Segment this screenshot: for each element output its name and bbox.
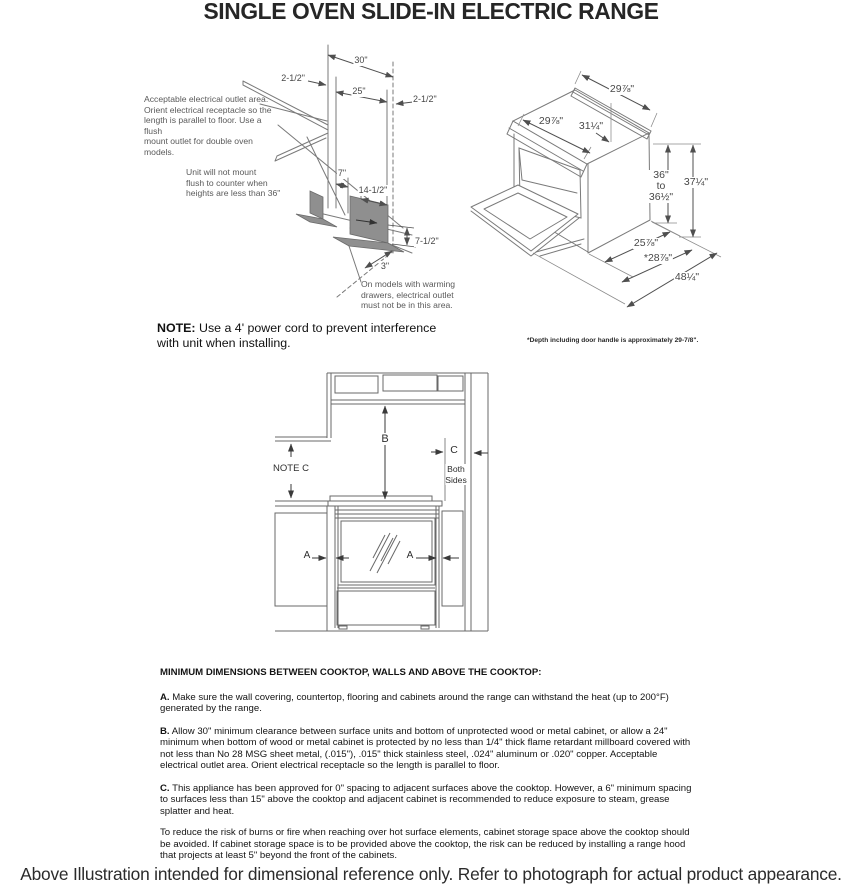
label-dim-a-left: A <box>303 550 311 561</box>
label-dim-c: C <box>450 444 458 456</box>
label-c-both-sides: Both Sides <box>445 464 467 485</box>
reference-disclaimer: Above Illustration intended for dimensio… <box>20 864 842 884</box>
power-cord-note: NOTE: Use a 4' power cord to prevent int… <box>157 321 452 351</box>
outlet-area-diagram <box>242 44 417 298</box>
dim-height-range: 36" to 36½" <box>647 169 675 203</box>
page-title: SINGLE OVEN SLIDE-IN ELECTRIC RANGE <box>203 0 659 24</box>
spec-item-a-text: Make sure the wall covering, countertop,… <box>160 691 669 715</box>
depth-footnote: *Depth including door handle is approxim… <box>527 337 699 344</box>
label-dim-b: B <box>381 433 389 445</box>
dim-cooktop-width: 31¼" <box>577 120 605 132</box>
dim-7in: 7" <box>336 168 348 179</box>
spec-item-b: B. Allow 30" minimum clearance between s… <box>160 726 693 772</box>
spec-item-a: A. Make sure the wall covering, countert… <box>160 692 693 715</box>
dim-depth-body: 25⅞" <box>632 237 660 249</box>
spec-item-c-label: C. <box>160 782 170 794</box>
callout-outlet-area: Acceptable electrical outlet area. Orien… <box>144 94 272 157</box>
specs-heading: MINIMUM DIMENSIONS BETWEEN COOKTOP, WALL… <box>160 667 542 678</box>
dim-depth-handle: *28⅞" <box>642 252 674 264</box>
open-oven-door <box>470 184 585 257</box>
minimum-dimensions-text: MINIMUM DIMENSIONS BETWEEN COOKTOP, WALL… <box>160 667 693 873</box>
dim-2-5in-left: 2-1/2" <box>280 73 306 84</box>
dim-depth-door-open: 48¼" <box>673 271 701 283</box>
dim-30in: 30" <box>353 55 369 66</box>
spec-item-c: C. This appliance has been approved for … <box>160 783 693 818</box>
dim-height-total: 37¼" <box>682 176 710 188</box>
note-label: NOTE: <box>157 321 196 335</box>
label-note-c: NOTE C <box>273 463 309 474</box>
callout-warming-drawer: On models with warming drawers, electric… <box>361 279 456 311</box>
spec-item-c-text: This appliance has been approved for 0" … <box>160 782 692 817</box>
spec-paragraph-hood: To reduce the risk of burns or fire when… <box>160 827 690 861</box>
shaded-outlet-zones <box>295 190 405 253</box>
callout-no-flush-mount: Unit will not mount flush to counter whe… <box>186 167 281 199</box>
clearance-dimension-arrows <box>288 405 488 561</box>
dim-3in: 3" <box>379 261 391 272</box>
clearance-diagram <box>274 372 489 632</box>
spec-item-a-label: A. <box>160 691 170 703</box>
note-text: Use a 4' power cord to prevent interfere… <box>157 321 437 350</box>
dim-25in: 25" <box>351 86 367 97</box>
label-dim-a-right: A <box>406 550 414 561</box>
dim-14-5in: 14-1/2" <box>357 185 389 196</box>
cabinet-and-range-lines <box>274 372 489 632</box>
spec-item-b-label: B. <box>160 725 170 737</box>
outlet-dimension-arrows <box>307 54 417 269</box>
dim-2-5in-right: 2-1/2" <box>412 94 438 105</box>
dim-7-5in: 7-1/2" <box>414 236 440 247</box>
dim-back-width: 29⅞" <box>537 115 565 127</box>
range-dimension-diagram <box>470 70 722 308</box>
spec-item-b-text: Allow 30" minimum clearance between surf… <box>160 725 691 772</box>
dim-top-depth: 29⅞" <box>608 83 636 95</box>
